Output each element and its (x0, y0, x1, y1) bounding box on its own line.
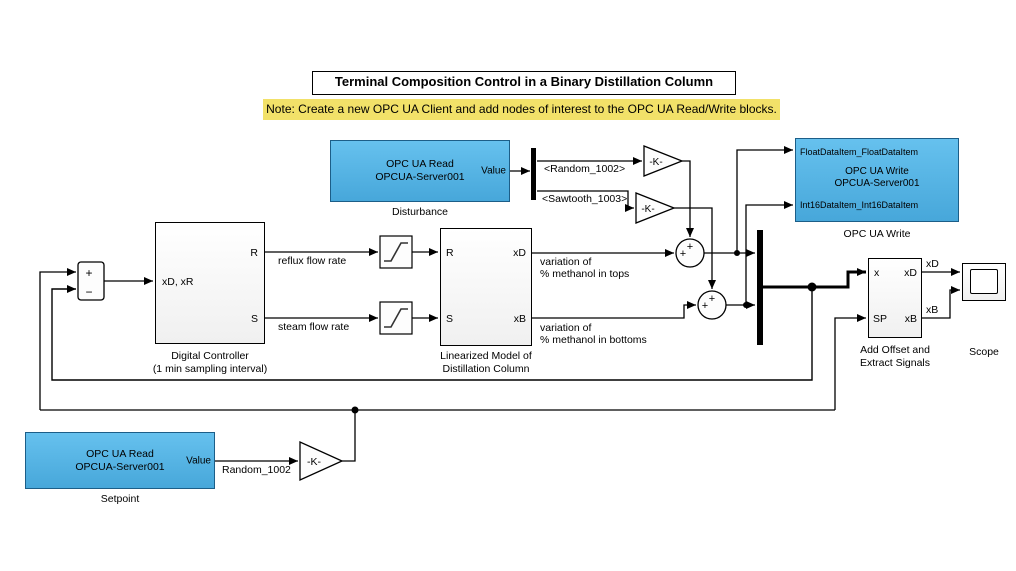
wire-xb-to-scope[interactable] (922, 286, 960, 319)
sum-junction-2[interactable]: + + (697, 290, 727, 320)
gain3-label: -K- (307, 456, 322, 468)
wire-gain1-to-sum1[interactable] (682, 160, 694, 237)
model-port-xb: xB (513, 313, 526, 325)
saturation-block-2[interactable] (379, 301, 413, 335)
addoffset-port-xd: xD (904, 267, 917, 279)
feedback-sum-block[interactable]: + − (77, 261, 105, 301)
scope-label: Scope (969, 346, 999, 358)
signal-label-tops: variation of % methanol in tops (540, 256, 630, 280)
addoffset-port-sp: SP (873, 313, 888, 325)
gain2-label: -K- (641, 204, 654, 215)
wire-mux-to-addoffset[interactable] (763, 268, 866, 289)
signal-label-xd: xD (926, 258, 939, 270)
digital-controller-block[interactable]: xD, xR R S (155, 222, 265, 344)
junction-dot-write2 (743, 302, 749, 308)
scope-block[interactable] (962, 263, 1006, 301)
demux-bar[interactable] (531, 148, 536, 200)
model-port-xd: xD (513, 247, 526, 259)
linearized-model-label: Linearized Model of Distillation Column (440, 350, 532, 375)
signal-label-random: Random_1002 (222, 464, 291, 476)
wire-sawtooth-to-gain2[interactable] (537, 190, 634, 212)
add-offset-label: Add Offset and Extract Signals (859, 344, 931, 369)
signal-label-random-bus: <Random_1002> (544, 163, 626, 175)
feedback-sum-sign-plus: + (85, 266, 92, 280)
linearized-model-block[interactable]: R S xD xB (440, 228, 532, 346)
sum1-sign-top: + (687, 241, 693, 253)
signal-label-steam: steam flow rate (278, 321, 350, 333)
signal-label-bottoms: variation of % methanol in bottoms (540, 322, 647, 346)
gain1-label: -K- (649, 157, 662, 168)
setpoint-block-text: OPC UA Read OPCUA-Server001 (75, 447, 165, 473)
controller-port-in: xD, xR (162, 276, 194, 288)
sum1-sign-left: + (680, 248, 686, 260)
wire-branch-to-write2[interactable] (745, 201, 793, 305)
note-banner: Note: Create a new OPC UA Client and add… (263, 99, 780, 120)
wire-feedback-to-sum[interactable] (51, 285, 813, 381)
setpoint-value-port: Value (186, 455, 211, 466)
feedback-sum-sign-minus: − (85, 285, 92, 299)
digital-controller-label: Digital Controller (1 min sampling inter… (152, 350, 268, 375)
setpoint-opcua-read-block[interactable]: OPC UA Read OPCUA-Server001 Value (25, 432, 215, 489)
signal-label-xb: xB (926, 304, 939, 316)
opcua-write-port-in1: FloatDataItem_FloatDataItem (800, 147, 919, 157)
setpoint-label: Setpoint (100, 493, 140, 505)
disturbance-block-text: OPC UA Read OPCUA-Server001 (375, 158, 465, 183)
sum2-sign-left: + (702, 300, 708, 312)
sum2-sign-top: + (709, 293, 715, 305)
add-offset-block[interactable]: x SP xD xB (868, 258, 922, 338)
addoffset-port-xb: xB (904, 313, 917, 325)
disturbance-value-port: Value (481, 165, 506, 177)
model-port-s: S (446, 313, 454, 325)
gain2-block[interactable]: -K- (635, 192, 676, 224)
signal-label-sawtooth-bus: <Sawtooth_1003> (542, 193, 628, 205)
wire-xb-to-sum2[interactable] (532, 301, 696, 319)
wire-setpoint-to-sp-input[interactable] (834, 314, 866, 410)
opcua-write-block[interactable]: FloatDataItem_FloatDataItem OPC UA Write… (795, 138, 959, 222)
model-port-r: R (446, 247, 454, 259)
opcua-write-label: OPC UA Write (843, 228, 911, 240)
scope-screen (970, 269, 998, 294)
opcua-write-port-in2: Int16DataItem_Int16DataItem (800, 200, 919, 210)
saturation-block-1[interactable] (379, 235, 413, 269)
wire-gain2-to-sum2[interactable] (674, 207, 716, 289)
junction-dot-feedback (807, 282, 817, 292)
gain3-block[interactable]: -K- (299, 440, 344, 482)
wire-setpoint-to-sum-plus[interactable] (39, 268, 76, 410)
sum-junction-1[interactable]: + + (675, 238, 705, 268)
addoffset-port-x: x (874, 267, 880, 279)
mux-bar[interactable] (757, 230, 763, 345)
controller-port-s: S (250, 313, 258, 325)
disturbance-opcua-read-block[interactable]: OPC UA Read OPCUA-Server001 Value (330, 140, 510, 202)
junction-dot-write1 (734, 250, 740, 256)
gain1-block[interactable]: -K- (643, 145, 684, 177)
junction-dot-setpoint (351, 406, 359, 414)
wire-branch-to-write1[interactable] (736, 146, 793, 253)
wire-gain3-up[interactable] (342, 410, 356, 462)
signal-label-reflux: reflux flow rate (278, 255, 347, 267)
disturbance-label: Disturbance (391, 206, 449, 218)
model-title: Terminal Composition Control in a Binary… (312, 71, 736, 95)
controller-port-r: R (250, 247, 258, 259)
opcua-write-block-text: OPC UA Write OPCUA-Server001 (834, 166, 920, 189)
